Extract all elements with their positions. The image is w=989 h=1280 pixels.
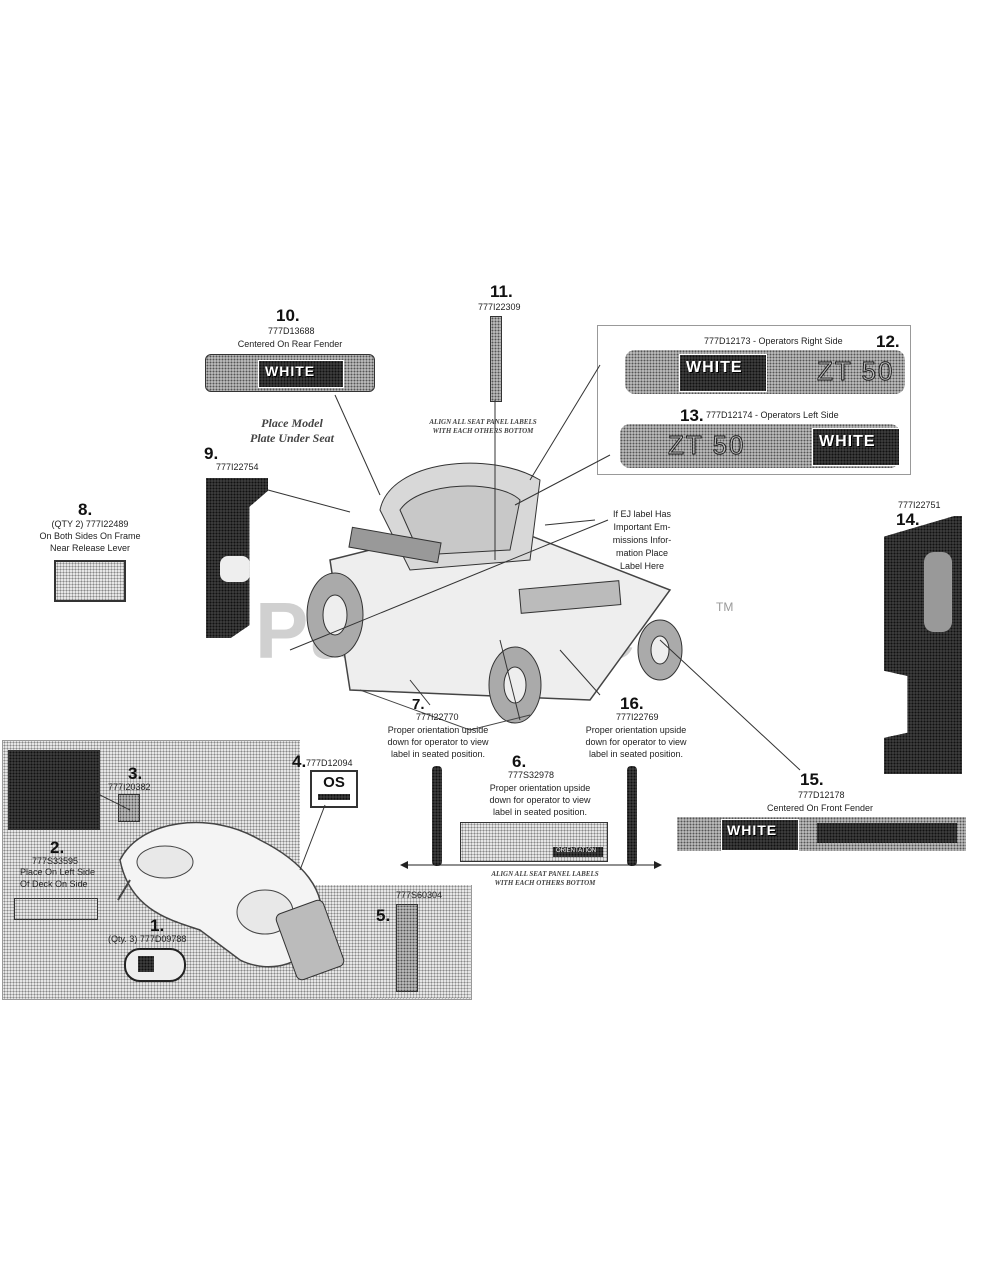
item-13-number: 13. (680, 406, 704, 425)
align-note-top: ALIGN ALL SEAT PANEL LABELS WITH EACH OT… (429, 418, 537, 435)
item-16-part-number: 777I22769 (616, 712, 659, 722)
item-2-number: 2. (50, 838, 65, 857)
item-15-caption: Centered On Front Fender (766, 803, 874, 813)
item-15-number: 15. (800, 770, 824, 789)
item-12-number: 12. (876, 332, 900, 351)
item-9-number: 9. (204, 444, 219, 463)
item-13-decal: ZT 50 WHITE (620, 424, 900, 468)
item-16-number: 16. (620, 694, 644, 713)
item-15-part-number: 777D12178 (798, 790, 845, 800)
item-10-brand-box: WHITE (258, 360, 344, 388)
item-6-label: ORIENTATION (460, 822, 608, 862)
item-4-logo-text: OS (323, 774, 345, 791)
alignment-arrow (400, 861, 662, 869)
item-7-label (432, 766, 442, 866)
item-5-part-number: 777S60304 (396, 890, 443, 900)
item-7-part-number: 777I22770 (416, 712, 459, 722)
item-7-caption: Proper orientation upside down for opera… (387, 725, 489, 759)
item-6-label-box: ORIENTATION (553, 847, 603, 857)
item-5-label (396, 904, 418, 992)
item-2-caption: Place On Left Side Of Deck On Side (20, 867, 96, 889)
item-16-caption: Proper orientation upside down for opera… (585, 725, 687, 759)
item-9-part-number: 777I22754 (216, 462, 259, 472)
item-3-number: 3. (128, 764, 143, 783)
item-8-caption: On Both Sides On Frame Near Release Leve… (39, 531, 141, 553)
inset-panel-cutout (300, 740, 472, 885)
item-6-label-text: ORIENTATION (556, 848, 597, 854)
item-3-label (118, 794, 140, 822)
item-1-part-number: (Qty. 3) 777D09788 (108, 934, 187, 944)
align-note-bottom: ALIGN ALL SEAT PANEL LABELS WITH EACH OT… (491, 870, 599, 887)
inset-panel-lower (370, 885, 470, 998)
item-10-decal: WHITE (205, 354, 375, 392)
item-11-label (490, 316, 502, 402)
item-16-label (627, 766, 637, 866)
item-6-caption: Proper orientation upside down for opera… (489, 783, 591, 817)
item-3-part-number: 777I20382 (108, 782, 151, 792)
item-12-brand: WHITE (686, 359, 743, 376)
item-1-number: 1. (150, 916, 165, 935)
emissions-note: If EJ label Has Important Em- missions I… (612, 509, 672, 571)
item-2-part-number: 777S33595 (32, 856, 79, 866)
item-13-part-number: 777D12174 - Operators Left Side (706, 410, 839, 420)
item-11-part-number: 777I22309 (478, 302, 521, 312)
item-12-brand-box: WHITE (679, 354, 767, 392)
item-6-number: 6. (512, 752, 527, 771)
item-12-part-number: 777D12173 - Operators Right Side (704, 336, 843, 346)
item-12-decal: WHITE ZT 50 (625, 350, 905, 394)
item-1-badge (124, 948, 186, 982)
item-10-brand: WHITE (265, 363, 316, 379)
mower-deck-drawing (117, 821, 345, 981)
model-plate-note: Place Model Plate Under Seat (250, 416, 334, 445)
item-1-badge-mark (138, 956, 154, 972)
item-15-decal: WHITE (677, 817, 966, 851)
item-2-label (14, 898, 98, 920)
item-4-part-number: 777D12094 (306, 758, 353, 768)
item-13-brand-box: WHITE (812, 428, 900, 466)
item-8-number: 8. (78, 500, 93, 519)
item-8-part-number: (QTY 2) 777I22489 (51, 519, 129, 529)
zero-turn-mower-drawing (306, 462, 683, 731)
item-11-number: 11. (490, 282, 513, 301)
item-15-brand: WHITE (727, 822, 778, 838)
item-8-label (54, 560, 126, 602)
item-7-number: 7. (412, 696, 425, 713)
item-15-right-band (817, 823, 957, 843)
deck-warning-sticker (8, 750, 100, 830)
item-14-window (924, 552, 952, 632)
item-10-part-number: 777D13688 (268, 326, 315, 336)
item-4-number: 4. (292, 752, 307, 771)
item-13-model: ZT 50 (667, 430, 746, 461)
item-6-part-number: 777S32978 (508, 770, 555, 780)
item-12-model: ZT 50 (816, 356, 895, 387)
item-15-brand-box: WHITE (721, 819, 799, 851)
trademark-mark: TM (716, 600, 734, 614)
item-4-logo: OS (310, 770, 358, 808)
item-10-number: 10. (276, 306, 300, 325)
item-14-part-number: 777I22751 (898, 500, 941, 510)
item-13-brand: WHITE (819, 433, 876, 450)
item-5-number: 5. (376, 906, 391, 925)
item-10-caption: Centered On Rear Fender (237, 339, 343, 349)
item-9-window (220, 556, 250, 582)
item-4-logo-bar (318, 794, 350, 800)
item-14-number: 14. (896, 510, 920, 529)
